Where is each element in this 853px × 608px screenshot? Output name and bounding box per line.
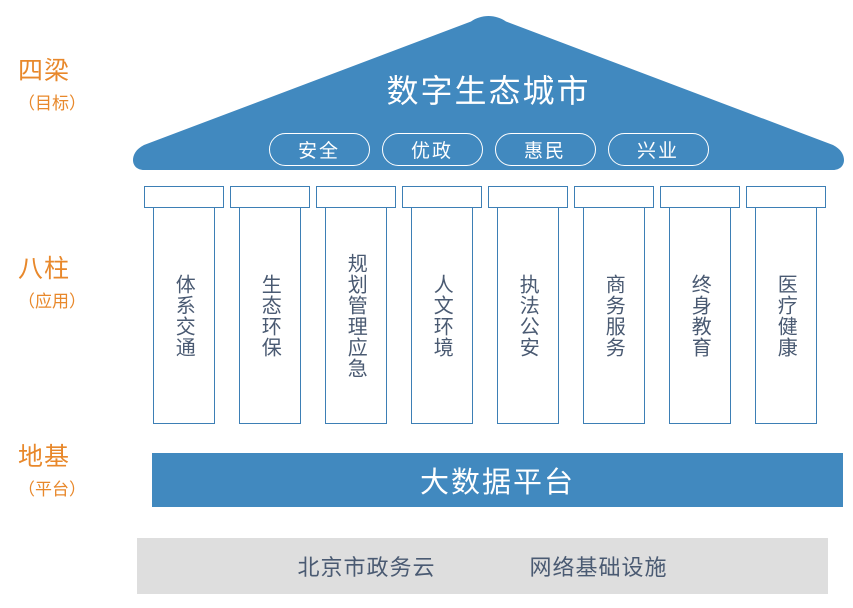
platform-bar[interactable]: 大数据平台 (152, 453, 843, 507)
pillar-business-services[interactable]: 商务服务 (574, 186, 654, 426)
pillar-capital (574, 186, 654, 208)
pillar-capital (746, 186, 826, 208)
pillar-environment[interactable]: 生态环保 (230, 186, 310, 426)
roof-shape-icon (133, 16, 844, 170)
side-label-application: 八柱 （应用） (18, 254, 136, 312)
pillar-capital (144, 186, 224, 208)
pillar-capital (316, 186, 396, 208)
pillar-label: 规划管理应急 (344, 252, 369, 379)
side-label-goal-sub: （目标） (18, 93, 86, 114)
platform-label: 大数据平台 (419, 465, 575, 499)
pillar-capital (488, 186, 568, 208)
pillar-shaft: 体系交通 (153, 208, 215, 424)
pillar-shaft: 商务服务 (583, 208, 645, 424)
pillar-label: 商务服务 (602, 273, 627, 358)
roof-title: 数字生态城市 (386, 72, 591, 110)
pillar-shaft: 终身教育 (669, 208, 731, 424)
pillar-label: 体系交通 (172, 273, 197, 358)
pillar-capital (402, 186, 482, 208)
roof-pill-industry[interactable]: 兴业 (607, 133, 709, 166)
pillar-group: 体系交通 生态环保 规划管理应急 人文环境 执法公安 (144, 186, 826, 426)
roof-pill-security[interactable]: 安全 (268, 133, 370, 166)
infrastructure-bar: 北京市政务云 网络基础设施 (137, 538, 828, 594)
pillar-capital (660, 186, 740, 208)
pillar-transport[interactable]: 体系交通 (144, 186, 224, 426)
pillar-shaft: 生态环保 (239, 208, 301, 424)
pillar-capital (230, 186, 310, 208)
pillar-shaft: 医疗健康 (755, 208, 817, 424)
pillar-label: 人文环境 (430, 273, 455, 358)
side-label-foundation-main: 地基 (18, 442, 71, 471)
pillar-label: 执法公安 (516, 273, 541, 358)
pillar-shaft: 规划管理应急 (325, 208, 387, 424)
roof-pill-public-benefit[interactable]: 惠民 (494, 133, 596, 166)
pillar-law-enforcement[interactable]: 执法公安 (488, 186, 568, 426)
side-label-application-sub: （应用） (18, 291, 86, 312)
pillar-humanities[interactable]: 人文环境 (402, 186, 482, 426)
pillar-label: 终身教育 (688, 273, 713, 358)
pillar-label: 生态环保 (258, 273, 283, 358)
pillar-shaft: 执法公安 (497, 208, 559, 424)
infrastructure-item-gov-cloud[interactable]: 北京市政务云 (297, 556, 436, 581)
infrastructure-item-network[interactable]: 网络基础设施 (529, 556, 668, 581)
pillar-label: 医疗健康 (774, 273, 799, 358)
side-label-application-main: 八柱 (18, 254, 71, 283)
side-label-foundation: 地基 （平台） (18, 442, 136, 500)
side-label-foundation-sub: （平台） (18, 479, 86, 500)
pillar-medical-health[interactable]: 医疗健康 (746, 186, 826, 426)
roof-pediment: 数字生态城市 安全 优政 惠民 兴业 (133, 12, 844, 170)
side-label-goal: 四梁 （目标） (18, 56, 136, 114)
pillar-planning-emergency[interactable]: 规划管理应急 (316, 186, 396, 426)
pillar-lifelong-education[interactable]: 终身教育 (660, 186, 740, 426)
side-label-goal-main: 四梁 (18, 56, 71, 85)
pillar-shaft: 人文环境 (411, 208, 473, 424)
roof-pill-governance[interactable]: 优政 (381, 133, 483, 166)
roof-pill-group: 安全 优政 惠民 兴业 (133, 133, 844, 166)
